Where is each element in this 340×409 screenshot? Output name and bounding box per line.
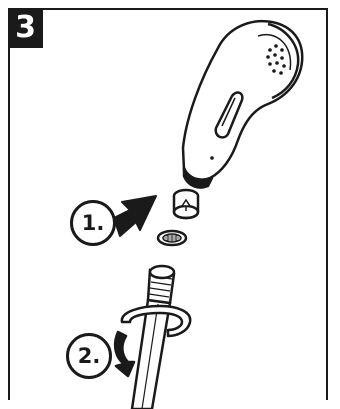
flow-restrictor: [174, 190, 198, 218]
insert-arrow-icon: [114, 196, 156, 236]
hose: [132, 266, 174, 409]
callout-step-2: 2.: [66, 333, 112, 379]
callout-step-1: 1.: [70, 200, 116, 246]
mesh-washer: [158, 231, 186, 245]
step-number-badge: 3: [8, 8, 43, 48]
spray-head: [183, 21, 302, 187]
